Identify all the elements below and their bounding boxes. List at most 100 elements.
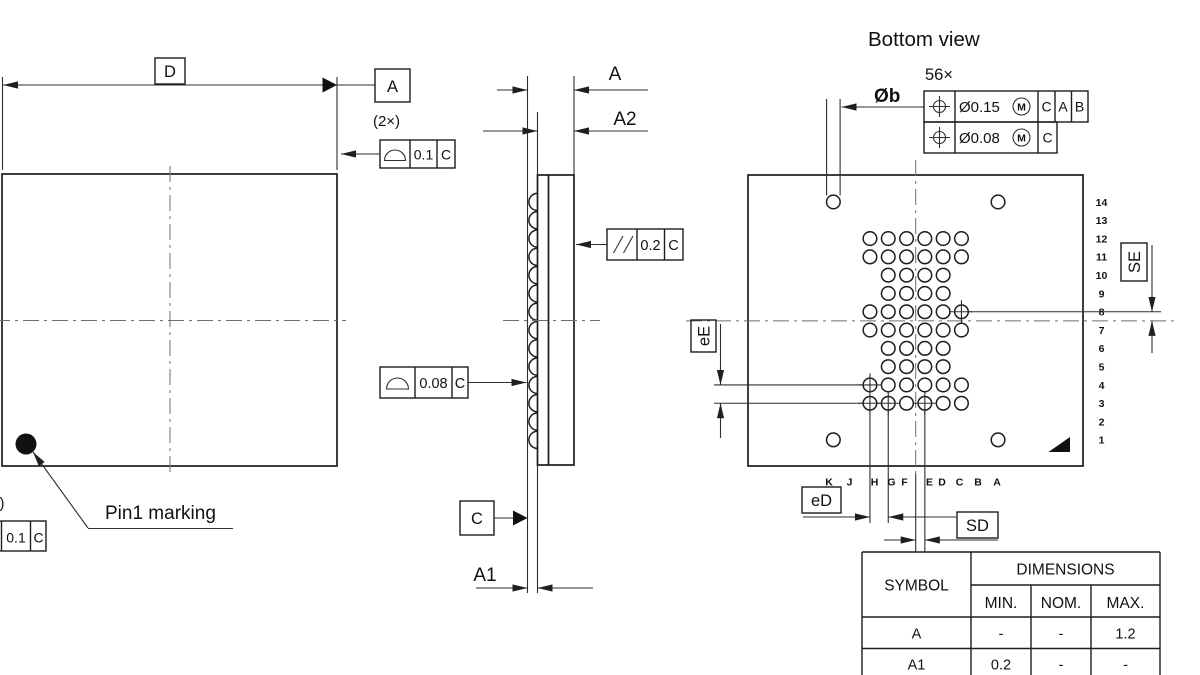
top-view: D A (2×) 0.1 C (2×) 0.1 C Pin1 marking (0, 57, 456, 552)
solder-ball-D12 (935, 231, 951, 247)
fcf-datum-2: A (1058, 99, 1068, 115)
row-label: 7 (1099, 325, 1105, 337)
solder-ball-E8 (917, 304, 933, 320)
profile-of-surface-icon (383, 149, 407, 162)
col-label: K (825, 477, 833, 489)
fcf-datum-3: B (1075, 99, 1084, 115)
row-label: 6 (1099, 343, 1105, 355)
solder-ball-F11 (899, 249, 915, 265)
solder-ball-E10 (917, 267, 933, 283)
row-labels: 14 13 12 11 10 9 8 7 6 5 4 3 2 1 (1096, 197, 1108, 447)
row-label: 13 (1096, 215, 1108, 227)
solder-ball-C4 (953, 377, 970, 393)
side-ball (528, 284, 538, 303)
table-header-dimensions: DIMENSIONS (1016, 562, 1114, 579)
dim-a2-label: A2 (613, 109, 636, 130)
fcf-datum: C (441, 147, 451, 163)
table-cell-symbol: A (912, 627, 922, 643)
dim-d-box (154, 57, 186, 85)
parallelism-fcf: 0.2 C (576, 228, 684, 261)
dim-ed-label: eD (811, 492, 832, 510)
pin1-leader-arrow (32, 451, 89, 529)
dim-ed-box (801, 486, 842, 514)
datum-a-label: A (387, 78, 398, 96)
dim-ee-box (690, 319, 717, 353)
solder-ball-F7 (899, 322, 915, 338)
solder-ball-D8 (935, 304, 951, 320)
solder-ball-E12 (917, 231, 933, 247)
side-ball (528, 375, 538, 395)
side-view: A A2 A1 0.2 C 0.08 C (379, 64, 684, 593)
fcf-tolerance: 0.08 (419, 376, 447, 392)
datum-c-label: C (471, 510, 483, 528)
parallelism-icon (613, 235, 624, 254)
table-row: A - - 1.2 (912, 627, 1136, 643)
solder-ball-D7 (935, 322, 951, 338)
solder-ball-E6 (917, 340, 933, 356)
solder-ball-D6 (935, 340, 951, 356)
mmc-modifier-circle-icon (1012, 128, 1031, 147)
solder-ball-D10 (935, 267, 951, 283)
pin-a1-corner-triangle (1048, 437, 1070, 452)
fcf-tolerance: 0.1 (6, 530, 26, 546)
mmc-modifier: M (1017, 133, 1026, 145)
side-ball (528, 192, 538, 212)
profile-of-surface-icon (385, 377, 410, 390)
table-cell-nom: - (1059, 658, 1064, 674)
count-note-2x: (2×) (373, 113, 400, 130)
solder-ball-C11 (953, 249, 970, 265)
row-label: 3 (1099, 398, 1105, 410)
side-ball (528, 320, 538, 340)
table-header-nom: NOM. (1041, 595, 1081, 612)
dim-a1-label: A1 (473, 565, 496, 586)
row-label: 2 (1099, 416, 1105, 428)
solder-ball-G7 (880, 322, 896, 338)
solder-ball-G6 (880, 340, 896, 356)
table-cell-symbol: A1 (908, 658, 926, 674)
solder-ball-F12 (899, 231, 915, 247)
mmc-modifier: M (1017, 102, 1026, 114)
solder-ball-G11 (880, 249, 896, 265)
profile-fcf-balls: 0.08 C (379, 366, 527, 399)
solder-ball-F6 (899, 340, 915, 356)
solder-ball-D9 (935, 285, 951, 302)
bottom-view-title: Bottom view (868, 28, 980, 51)
side-ball (528, 302, 538, 322)
fcf-datum: C (33, 530, 43, 546)
solder-ball-F8 (899, 304, 915, 320)
dimensions-table: SYMBOL DIMENSIONS MIN. NOM. MAX. A - - 1… (861, 551, 1161, 675)
solder-ball-K14 (825, 194, 841, 210)
table-cell-min: 0.2 (991, 658, 1011, 674)
solder-ball-A1 (990, 432, 1006, 448)
solder-ball-H7 (862, 322, 878, 338)
solder-ball-D3 (935, 395, 951, 411)
dim-se-label: SE (1126, 251, 1144, 273)
col-label: G (887, 477, 895, 489)
solder-ball-H12 (862, 231, 878, 247)
solder-ball-F3 (899, 395, 915, 411)
row-label: 4 (1099, 380, 1105, 392)
side-ball (528, 393, 538, 413)
row-label: 10 (1096, 270, 1108, 282)
row-label: 14 (1096, 197, 1108, 209)
col-label: A (993, 477, 1001, 489)
parallelism-icon (623, 235, 634, 254)
dim-se-box (1120, 242, 1148, 282)
solder-ball-G4 (880, 377, 896, 393)
solder-ball-C3 (953, 395, 970, 411)
dim-ee-label: eE (696, 326, 714, 346)
solder-ball-C12 (953, 231, 970, 247)
dim-d-label: D (164, 63, 176, 81)
fcf-datum-1: C (1042, 130, 1052, 146)
ball-grid (825, 194, 1006, 448)
solder-ball-F4 (899, 377, 915, 393)
cut-count-note-2x: (2×) (0, 495, 5, 512)
solder-ball-H11 (862, 249, 878, 265)
position-symbol-icon (929, 96, 950, 117)
side-view-balls (528, 192, 538, 450)
position-fcf-primary: Ø0.15 M C A B (923, 90, 1089, 123)
datum-a-triangle (322, 77, 337, 93)
side-ball (528, 357, 538, 376)
